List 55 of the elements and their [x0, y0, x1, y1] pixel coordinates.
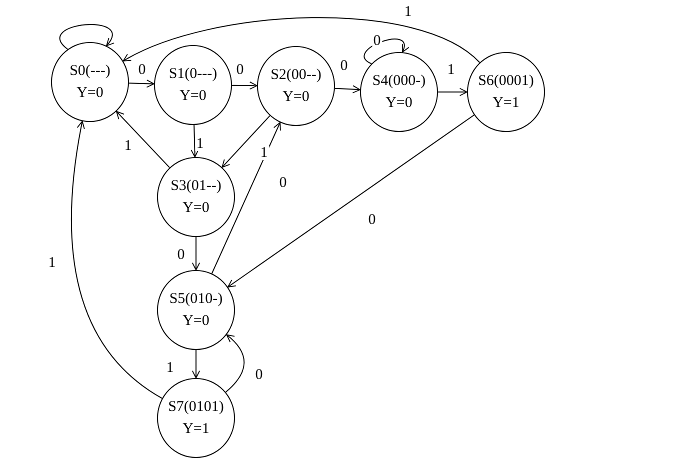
state-circle — [157, 157, 235, 237]
transition-arrow — [227, 114, 475, 288]
state-circle — [157, 270, 235, 350]
self-loop-arrow — [59, 24, 114, 50]
edge-label: 1 — [47, 256, 57, 270]
transition-arrow — [122, 17, 480, 63]
edge-label: 1 — [446, 63, 456, 77]
state-output: Y=0 — [386, 94, 412, 113]
state-output: Y=1 — [492, 94, 520, 113]
transition-arrow — [334, 85, 361, 94]
edge-label: 0 — [254, 368, 264, 382]
edge-label: 0 — [137, 63, 147, 77]
edge-label: 1 — [165, 361, 175, 375]
state-circle — [51, 42, 129, 122]
state-output: Y=0 — [282, 88, 310, 107]
state-circle — [360, 52, 438, 132]
edge-label: 1 — [403, 5, 413, 19]
transition-arrow — [222, 115, 270, 168]
state-circle — [157, 378, 235, 458]
edge-label: 1 — [123, 139, 133, 153]
transition-arrow — [232, 82, 258, 90]
edge-label: 0 — [339, 59, 349, 73]
edge-label: 0 — [372, 34, 382, 48]
edge-label: 0 — [367, 213, 377, 227]
state-circle — [257, 46, 335, 126]
transition-arrow — [225, 334, 245, 393]
state-name: S4(000-) — [372, 72, 426, 91]
state-name: S1(0---) — [168, 65, 218, 84]
edge-label: 1 — [259, 146, 269, 160]
state-output: Y=0 — [180, 87, 206, 106]
edge-label: 1 — [195, 137, 205, 151]
state-name: S5(010-) — [169, 290, 223, 309]
edge-label: 0 — [235, 63, 245, 77]
transition-arrow — [211, 122, 281, 274]
state-output: Y=0 — [76, 84, 104, 103]
transition-arrow — [192, 236, 200, 270]
state-name: S6(0001) — [478, 72, 534, 91]
state-circle — [154, 45, 232, 125]
transition-arrow — [192, 350, 200, 378]
state-output: Y=0 — [182, 199, 210, 218]
self-loop-arrow — [364, 38, 408, 64]
transition-arrow — [116, 110, 170, 168]
state-name: S3(01--) — [170, 177, 222, 196]
transition-arrow — [190, 124, 199, 158]
state-output: Y=0 — [182, 312, 210, 331]
edge-label: 0 — [176, 248, 186, 262]
state-name: S7(0101) — [168, 398, 224, 417]
state-circle — [467, 52, 545, 132]
state-output: Y=1 — [182, 420, 210, 439]
state-name: S2(00--) — [270, 66, 322, 85]
transition-arrow — [128, 80, 155, 88]
state-name: S0(---) — [70, 62, 110, 81]
transition-arrow — [438, 88, 468, 96]
transition-arrow — [70, 120, 163, 399]
edge-label: 0 — [278, 176, 288, 190]
